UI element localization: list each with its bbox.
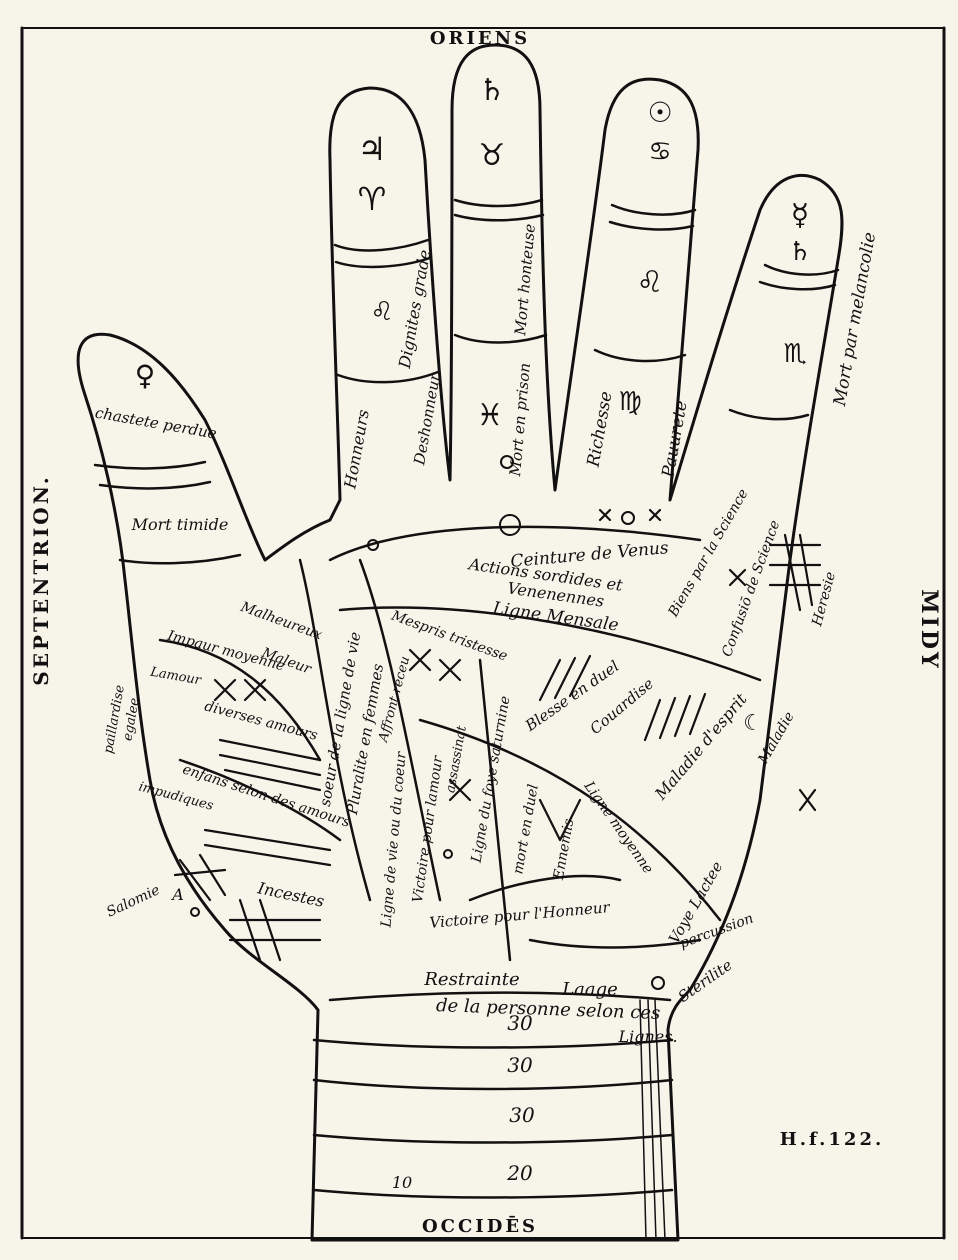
label-mort-timide: Mort timide xyxy=(131,515,229,534)
taurus-symbol: ♉ xyxy=(479,138,506,173)
leo-symbol: ♌ xyxy=(637,265,664,300)
sun-symbol: ☉ xyxy=(647,96,672,129)
label-egalee: egalee xyxy=(120,696,142,742)
label-restrainte: Restrainte xyxy=(423,969,519,990)
mercury-symbol: ☿ xyxy=(791,198,809,233)
saturn-symbol: ♄ xyxy=(479,73,506,108)
saturn-little-symbol: ♄ xyxy=(788,237,811,267)
jupiter-symbol: ♃ xyxy=(358,130,387,168)
direction-west: OCCIDĒS xyxy=(422,1215,538,1237)
label-letter-a: A xyxy=(170,885,184,904)
leo-index-symbol: ♌ xyxy=(370,297,393,327)
aries-symbol: ♈ xyxy=(358,180,387,218)
hand-outline xyxy=(76,43,844,1242)
pisces-symbol: ♓ xyxy=(477,398,504,433)
virgo-symbol: ♍ xyxy=(618,387,641,417)
plate-number: H.f.122. xyxy=(780,1129,884,1150)
wrist-number-3: 30 xyxy=(509,1103,535,1127)
label-lignes: Lignes. xyxy=(617,1027,677,1046)
wrist-bands xyxy=(312,1038,674,1199)
scorpio-symbol: ♏ xyxy=(783,339,806,369)
palm-lines xyxy=(158,525,762,1002)
venus-symbol: ♀ xyxy=(135,359,156,392)
cancer-symbol: ♋ xyxy=(648,137,671,167)
label-laage: Laage xyxy=(561,979,618,1000)
wrist-number-1: 30 xyxy=(507,1011,533,1035)
moon-symbol: ☾ xyxy=(743,711,763,736)
wrist-hatching xyxy=(639,999,666,1241)
palm-markers xyxy=(190,455,665,990)
direction-south: MIDY xyxy=(916,589,942,670)
hatch-marks xyxy=(173,508,822,962)
direction-east: ORIENS xyxy=(430,28,530,49)
direction-north: SEPTENTRION. xyxy=(29,474,53,685)
wrist-number-5: 10 xyxy=(392,1173,412,1192)
finger-joints xyxy=(93,198,840,565)
wrist-number-4: 20 xyxy=(506,1161,533,1185)
wrist-number-2: 30 xyxy=(507,1053,533,1077)
